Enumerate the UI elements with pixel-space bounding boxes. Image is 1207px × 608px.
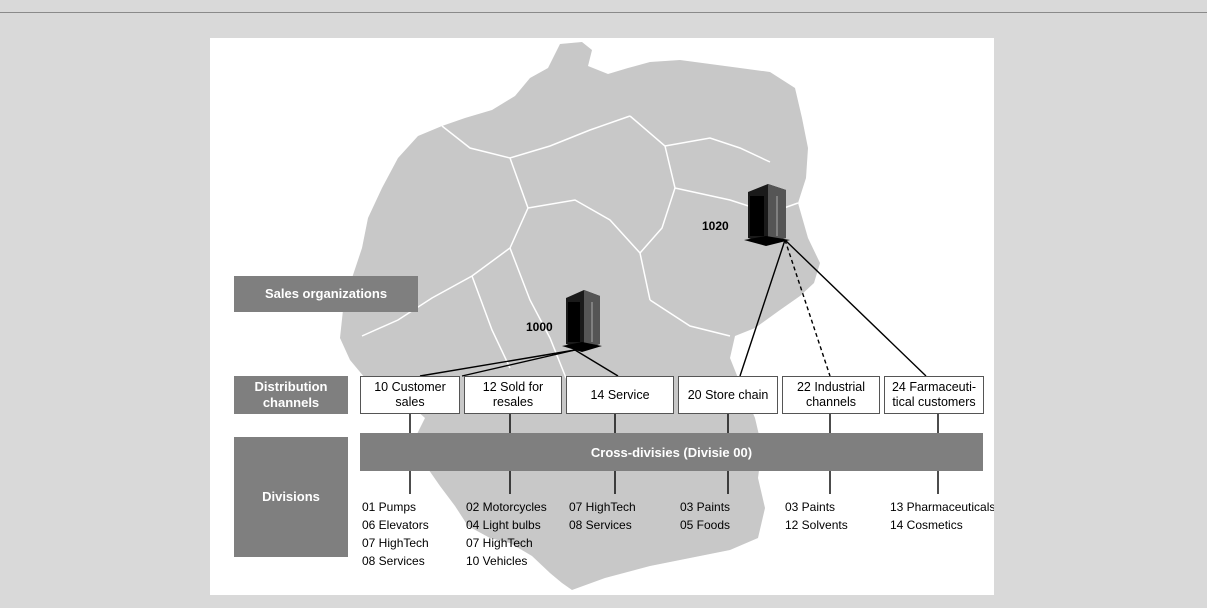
channel-label: 22 Industrial channels — [796, 380, 866, 409]
division-item: 07 HighTech — [362, 536, 429, 550]
division-item: 03 Paints — [680, 500, 731, 514]
division-item: 07 HighTech — [466, 536, 533, 550]
division-item: 14 Cosmetics — [890, 518, 963, 532]
division-item: 01 Pumps — [362, 500, 417, 514]
top-rule — [0, 12, 1207, 13]
division-item: 07 HighTech — [569, 500, 636, 514]
label-sales-organizations: Sales organizations — [234, 276, 418, 312]
server-icon — [562, 290, 602, 352]
division-item: 10 Vehicles — [466, 554, 528, 568]
channel-sold-for-resales: 12 Sold for resales — [464, 376, 562, 414]
division-list: 13 Pharmaceuticals 14 Cosmetics — [890, 498, 994, 534]
division-item: 06 Elevators — [362, 518, 429, 532]
division-item: 02 Motorcycles — [466, 500, 547, 514]
division-item: 05 Foods — [680, 518, 731, 532]
channel-label: 20 Store chain — [687, 387, 769, 402]
division-item: 08 Services — [569, 518, 632, 532]
division-list: 03 Paints 05 Foods — [680, 498, 730, 534]
cross-division-bar: Cross-divisies (Divisie 00) — [360, 433, 983, 471]
channel-label: 12 Sold for resales — [482, 380, 544, 409]
org-code-1020: 1020 — [702, 219, 729, 233]
channel-farmaceutical-customers: 24 Farmaceuti-tical customers — [884, 376, 984, 414]
label-distribution-channels: Distribution channels — [234, 376, 348, 414]
org-code-1000: 1000 — [526, 320, 553, 334]
channel-customer-sales: 10 Customer sales — [360, 376, 460, 414]
channel-label: 10 Customer sales — [374, 380, 446, 409]
division-item: 08 Services — [362, 554, 425, 568]
channel-label: 14 Service — [590, 387, 650, 402]
connector-lines — [409, 239, 939, 494]
diagram-panel: 1000 1020 Sales organizations Distributi… — [210, 38, 994, 595]
division-list: 01 Pumps 06 Elevators 07 HighTech 08 Ser… — [362, 498, 429, 570]
channel-store-chain: 20 Store chain — [678, 376, 778, 414]
label-divisions: Divisions — [234, 437, 348, 557]
division-item: 13 Pharmaceuticals — [890, 500, 994, 514]
channel-industrial-channels: 22 Industrial channels — [782, 376, 880, 414]
channel-label: 24 Farmaceuti-tical customers — [891, 380, 977, 409]
division-item: 03 Paints — [785, 500, 836, 514]
division-list: 07 HighTech 08 Services — [569, 498, 636, 534]
server-icon — [744, 184, 790, 246]
division-list: 03 Paints 12 Solvents — [785, 498, 848, 534]
division-list: 02 Motorcycles 04 Light bulbs 07 HighTec… — [466, 498, 547, 570]
channel-service: 14 Service — [566, 376, 674, 414]
division-item: 04 Light bulbs — [466, 518, 541, 532]
division-item: 12 Solvents — [785, 518, 848, 532]
